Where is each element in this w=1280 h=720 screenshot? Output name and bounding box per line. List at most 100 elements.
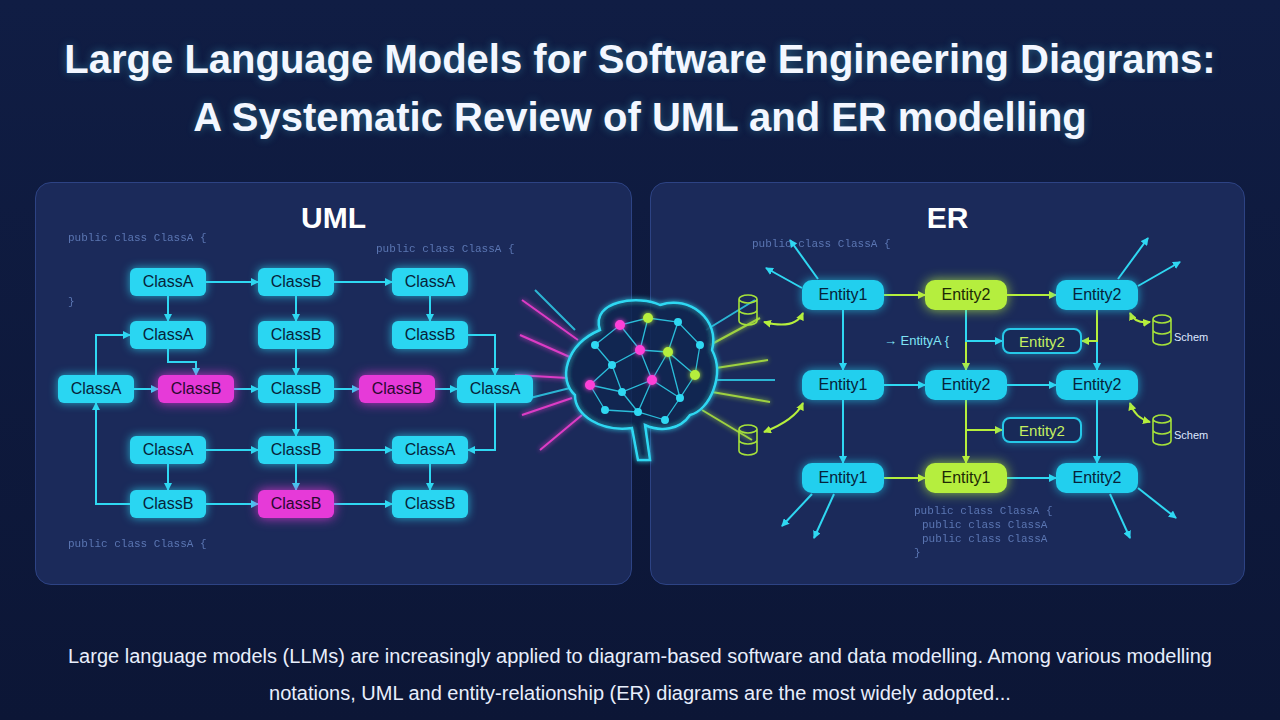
box-label: Entity1 — [819, 376, 868, 394]
code-snippet: public class ClassA — [922, 519, 1047, 531]
connector-arrow — [334, 388, 359, 390]
connector-arrow — [966, 310, 1002, 341]
entity-box: Entity2 — [1056, 463, 1138, 493]
box-label: ClassB — [271, 495, 322, 513]
code-snippet: public class ClassA { — [752, 238, 891, 250]
entity-box: Entity1 — [802, 370, 884, 400]
connector-arrow — [134, 388, 158, 390]
entity-box: ClassA — [392, 436, 468, 464]
connector-arrow — [884, 294, 925, 296]
code-snippet: public class ClassA — [922, 533, 1047, 545]
entity-box: ClassA — [457, 375, 533, 403]
connector-arrow — [468, 335, 495, 375]
entity-box: Entity1 — [802, 280, 884, 310]
box-label: ClassA — [405, 273, 456, 291]
box-label: Entity1 — [942, 469, 991, 487]
connector-arrow — [435, 388, 457, 390]
entity-box: ClassA — [130, 268, 206, 296]
connector-arrow — [206, 281, 258, 283]
entity-box: Entity2 — [925, 280, 1007, 310]
box-label: Entity2 — [1019, 333, 1065, 350]
connector-arrow — [1096, 310, 1098, 370]
entity-box: Entity2 — [1002, 328, 1082, 354]
code-snippet: public class ClassA { — [68, 538, 207, 550]
box-label: ClassB — [271, 326, 322, 344]
box-label: ClassA — [470, 380, 521, 398]
box-label: ClassB — [372, 380, 423, 398]
title-text: Large Language Models for Software Engin… — [55, 30, 1225, 146]
connector-arrow — [96, 335, 130, 375]
note-label: Schem — [1174, 331, 1208, 343]
code-snippet: } — [68, 296, 75, 308]
box-label: Entity2 — [1073, 286, 1122, 304]
connector-arrow — [295, 349, 297, 375]
connector-arrow — [842, 310, 844, 370]
entity-box: Entity2 — [1002, 417, 1082, 443]
connector-arrow — [965, 310, 967, 370]
entity-box: ClassA — [130, 321, 206, 349]
connector-arrow — [96, 403, 130, 504]
connector-arrow — [842, 400, 844, 463]
connector-arrow — [206, 503, 258, 505]
box-label: Entity2 — [1073, 469, 1122, 487]
entity-box: ClassB — [392, 321, 468, 349]
connector-arrow — [1096, 400, 1098, 463]
connector-arrow — [167, 296, 169, 321]
box-label: Entity2 — [942, 286, 991, 304]
connector-arrow — [1007, 384, 1056, 386]
panel-heading: UML — [36, 201, 631, 235]
connector-arrow — [334, 449, 392, 451]
entity-box: ClassB — [258, 490, 334, 518]
box-label: ClassA — [71, 380, 122, 398]
connector-arrow — [295, 296, 297, 321]
entity-box: Entity1 — [925, 463, 1007, 493]
connector-arrow — [234, 388, 258, 390]
box-label: Entity1 — [819, 469, 868, 487]
connector-arrow — [295, 464, 297, 490]
caption-text: Large language models (LLMs) are increas… — [40, 638, 1240, 712]
connector-arrow — [1007, 294, 1056, 296]
entity-box: ClassB — [258, 436, 334, 464]
box-label: ClassB — [143, 495, 194, 513]
entity-box: Entity2 — [1056, 280, 1138, 310]
box-label: Entity1 — [819, 286, 868, 304]
box-label: ClassB — [405, 495, 456, 513]
entity-box: Entity1 — [802, 463, 884, 493]
code-snippet: public class ClassA { — [68, 232, 207, 244]
connector-arrow — [168, 349, 196, 375]
box-label: ClassB — [405, 326, 456, 344]
box-label: ClassA — [405, 441, 456, 459]
entity-box: ClassB — [258, 321, 334, 349]
panel-heading: ER — [651, 201, 1244, 235]
entity-box: Entity2 — [925, 370, 1007, 400]
box-label: ClassA — [143, 326, 194, 344]
connector-arrow — [884, 477, 925, 479]
connector-arrow — [295, 403, 297, 436]
entity-box: ClassA — [392, 268, 468, 296]
entity-box: Entity2 — [1056, 370, 1138, 400]
box-label: ClassA — [143, 441, 194, 459]
box-label: ClassB — [171, 380, 222, 398]
box-label: ClassB — [271, 441, 322, 459]
box-label: Entity2 — [1019, 422, 1065, 439]
entity-box: ClassB — [130, 490, 206, 518]
entity-box: ClassB — [258, 268, 334, 296]
connector-arrow — [468, 403, 495, 450]
entity-box: ClassA — [130, 436, 206, 464]
entity-box: ClassB — [158, 375, 234, 403]
box-label: ClassA — [143, 273, 194, 291]
note-label: Schem — [1174, 429, 1208, 441]
connector-arrow — [1082, 310, 1097, 341]
box-label: Entity2 — [942, 376, 991, 394]
connector-arrow — [429, 296, 431, 321]
connector-arrow — [334, 503, 392, 505]
code-snippet: public class ClassA { — [376, 243, 515, 255]
code-snippet: public class ClassA { — [914, 505, 1053, 517]
connector-arrow — [429, 464, 431, 490]
box-label: Entity2 — [1073, 376, 1122, 394]
entity-box: ClassA — [58, 375, 134, 403]
entity-box: ClassB — [359, 375, 435, 403]
connector-arrow — [965, 400, 967, 463]
connector-arrow — [167, 464, 169, 490]
